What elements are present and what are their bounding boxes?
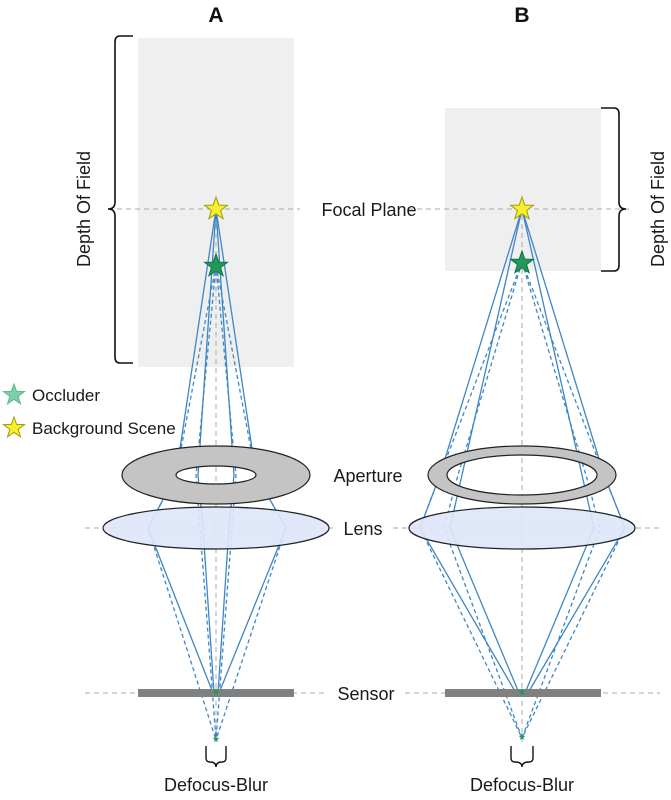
sensor-image-star-a xyxy=(212,688,220,696)
focal-plane-label: Focal Plane xyxy=(321,200,416,220)
lens-b xyxy=(408,506,636,550)
blur-brace-b xyxy=(510,746,534,768)
depth-of-field-label-b: Depth Of Field xyxy=(648,151,668,267)
dof-region-b xyxy=(445,108,601,271)
sensor-image-star-b xyxy=(518,688,526,696)
aperture-b xyxy=(427,445,617,505)
sensor-label: Sensor xyxy=(337,684,394,704)
panel-label-a: A xyxy=(208,4,223,27)
blur-brace-a xyxy=(205,746,227,768)
background-scene-legend-icon xyxy=(2,415,26,439)
focus-point-star-b xyxy=(518,733,526,740)
dof-brace-b xyxy=(601,107,627,272)
occluder-legend-icon xyxy=(2,382,26,406)
depth-of-field-label-a: Depth Of Field xyxy=(74,151,94,267)
panel-label-b: B xyxy=(514,4,529,27)
occluder-star-b xyxy=(509,249,535,274)
occluder-star-a xyxy=(203,252,229,277)
aperture-a xyxy=(121,445,311,505)
occluder-legend-label: Occluder xyxy=(32,386,100,405)
focus-point-star-a xyxy=(212,735,220,742)
lens-a xyxy=(102,506,330,550)
lens-label: Lens xyxy=(343,519,382,539)
rays-b xyxy=(419,208,626,739)
background-star-a xyxy=(203,195,229,220)
dof-brace-a xyxy=(107,35,133,364)
aperture-label: Aperture xyxy=(333,466,402,486)
defocus-blur-label-a: Defocus-Blur xyxy=(164,775,268,795)
background-star-b xyxy=(509,195,535,220)
legend: Occluder Background Scene xyxy=(2,382,176,439)
background-scene-legend-label: Background Scene xyxy=(32,419,176,438)
defocus-blur-label-b: Defocus-Blur xyxy=(470,775,574,795)
